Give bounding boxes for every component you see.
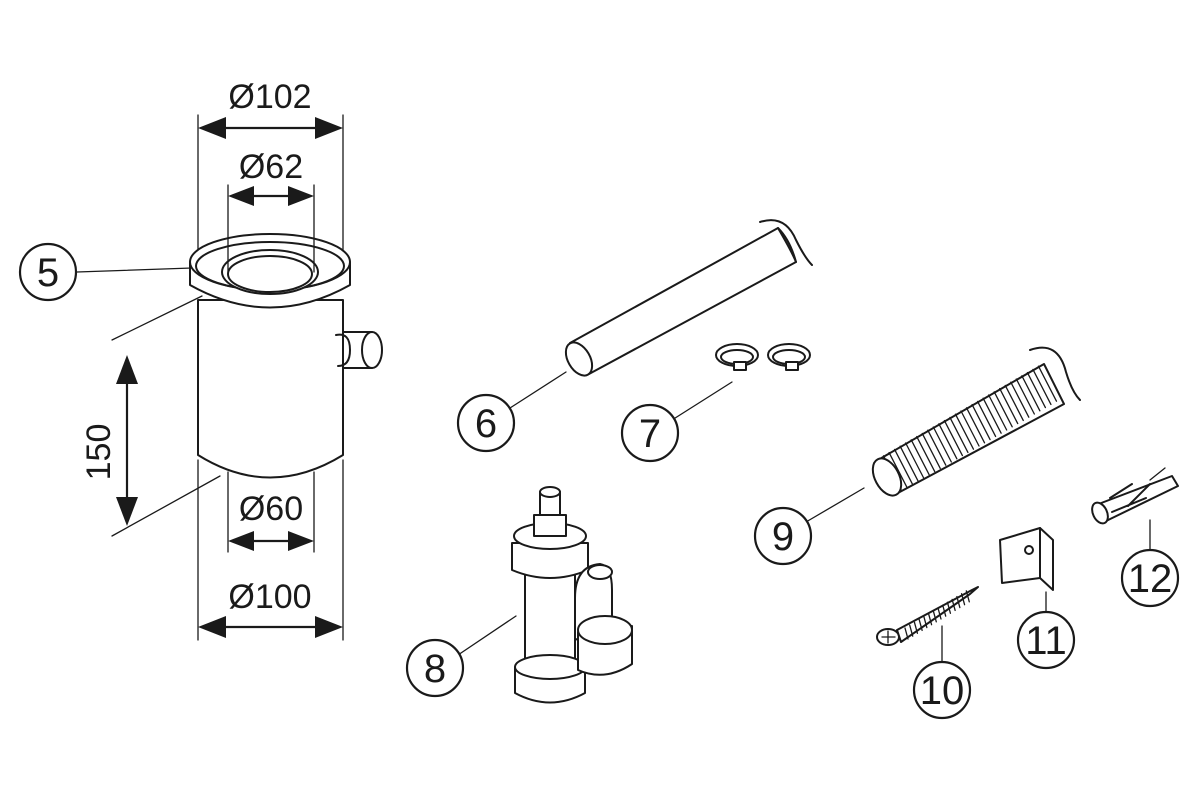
dimension-label-h150: 150 bbox=[80, 424, 118, 481]
part-12-wall-plug bbox=[1091, 467, 1179, 525]
callout-label-5: 5 bbox=[37, 251, 59, 295]
part-8-siphon bbox=[511, 486, 633, 704]
callout-label-7: 7 bbox=[639, 412, 661, 456]
part-6-pipe bbox=[564, 219, 813, 377]
dimension-d100: Ø100 bbox=[197, 459, 344, 641]
callout-10: 10 bbox=[912, 625, 972, 720]
part-5-separator bbox=[189, 233, 383, 479]
callout-label-9: 9 bbox=[772, 515, 794, 559]
dimension-d102: Ø102 bbox=[197, 78, 344, 251]
callout-8: 8 bbox=[405, 615, 517, 698]
callout-5: 5 bbox=[18, 242, 193, 302]
dimension-label-d60: Ø60 bbox=[239, 490, 303, 528]
part-9-corrugated-hose bbox=[871, 346, 1081, 497]
dimension-label-d100: Ø100 bbox=[228, 578, 311, 616]
dimension-label-d102: Ø102 bbox=[228, 78, 311, 116]
part-7-hose-clamps bbox=[715, 343, 811, 371]
part-11-bracket bbox=[999, 527, 1054, 591]
callout-6: 6 bbox=[456, 371, 567, 453]
callout-label-6: 6 bbox=[475, 402, 497, 446]
callout-12: 12 bbox=[1120, 519, 1180, 608]
callout-11: 11 bbox=[1016, 591, 1076, 670]
callout-label-11: 11 bbox=[1025, 619, 1067, 663]
dimension-d60: Ø60 bbox=[227, 471, 315, 553]
dimension-d62: Ø62 bbox=[227, 148, 315, 273]
callout-9: 9 bbox=[753, 487, 865, 566]
part-10-screw bbox=[876, 586, 979, 646]
dimension-h150: 150 bbox=[80, 295, 221, 537]
callout-label-10: 10 bbox=[920, 669, 965, 713]
callout-7: 7 bbox=[620, 381, 733, 463]
callout-label-8: 8 bbox=[424, 647, 446, 691]
callout-label-12: 12 bbox=[1128, 557, 1173, 601]
dimension-label-d62: Ø62 bbox=[239, 148, 303, 186]
